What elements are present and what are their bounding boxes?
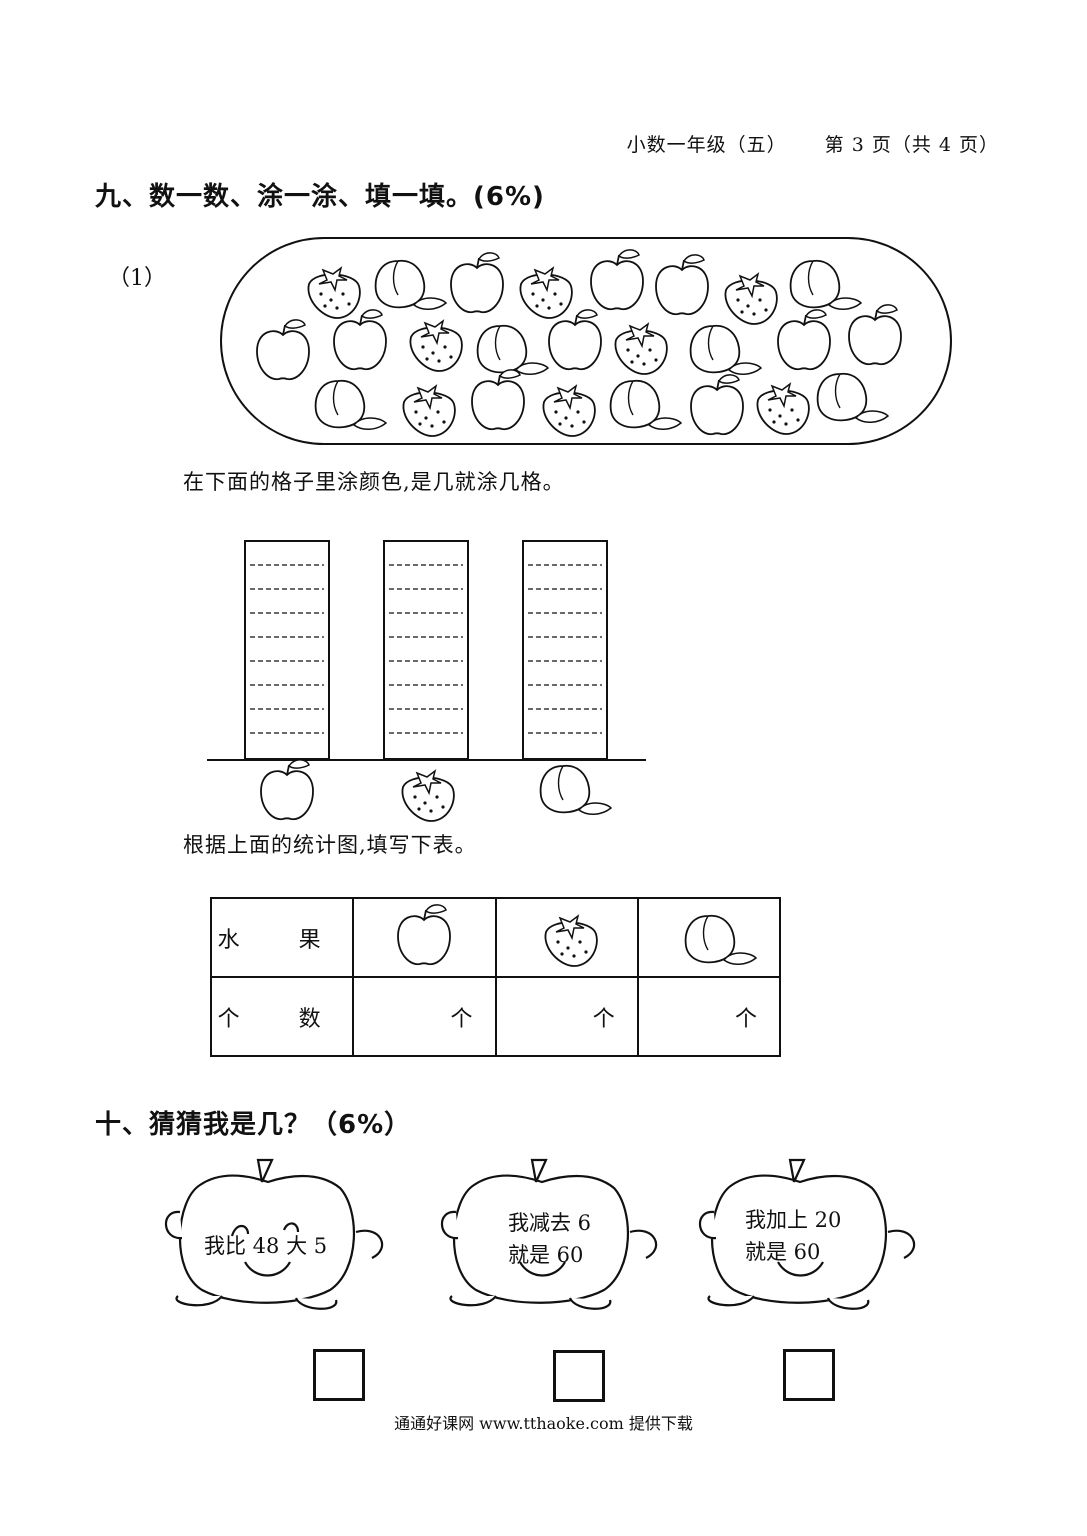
footer-credit: 通通好课网 www.tthaoke.com 提供下载	[394, 1414, 693, 1433]
puzzle-text-3b: 就是 60	[745, 1240, 820, 1264]
apple-icon	[333, 308, 387, 371]
peach-icon	[476, 324, 549, 376]
peach-icon	[689, 324, 762, 376]
page-number: 第 3 页（共 4 页）	[824, 134, 999, 156]
strawberry-icon	[401, 770, 455, 822]
puzzle-character-2	[440, 1158, 658, 1310]
fruit-count-table: 水 果 个 数 个 个 个	[209, 897, 782, 1057]
strawberry-icon	[402, 385, 456, 437]
apple-icon	[260, 758, 314, 821]
apple-icon	[590, 248, 644, 311]
apple-icon	[690, 373, 744, 436]
answer-box-1[interactable]	[313, 1349, 365, 1401]
apple-icon	[848, 303, 902, 366]
grade-label: 小数一年级（五）	[626, 134, 787, 156]
strawberry-icon	[542, 385, 596, 437]
count-input-peach[interactable]: 个	[636, 976, 782, 1057]
puzzle-text-1: 我比 48 大 5	[204, 1234, 327, 1258]
coloring-grid[interactable]	[207, 540, 646, 761]
strawberry-icon	[724, 273, 778, 325]
coloring-instruction: 在下面的格子里涂颜色,是几就涂几格。	[183, 470, 565, 494]
peach-icon	[609, 379, 682, 431]
table-row: 水 果	[209, 897, 782, 978]
peach-icon	[789, 259, 862, 311]
peach-icon	[314, 379, 387, 431]
strawberry-icon	[307, 267, 361, 319]
apple-icon	[777, 308, 831, 371]
answer-box-3[interactable]	[783, 1349, 835, 1401]
table-cell-strawberry	[494, 897, 639, 978]
puzzle-character-3	[698, 1158, 916, 1310]
table-row: 个 数 个 个 个	[209, 976, 782, 1057]
section-10-title: 十、猜猜我是几？（6%）	[95, 1110, 412, 1140]
table-cell-apple	[352, 897, 497, 978]
apple-icon	[450, 251, 504, 314]
puzzle-text-3a: 我加上 20	[745, 1208, 841, 1232]
peach-icon	[816, 372, 889, 424]
row-header-fruit: 水 果	[209, 897, 355, 978]
peach-icon	[539, 764, 612, 816]
apple-icon	[256, 318, 310, 381]
count-input-strawberry[interactable]: 个	[494, 976, 639, 1057]
table-cell-peach	[636, 897, 782, 978]
section-9-title: 九、数一数、涂一涂、填一填。(6%)	[95, 182, 545, 212]
strawberry-icon	[519, 267, 573, 319]
strawberry-icon	[756, 383, 810, 435]
puzzle-text-2a: 我减去 6	[508, 1211, 591, 1235]
fruit-tray	[220, 237, 952, 445]
peach-icon	[374, 259, 447, 311]
page-header: 小数一年级（五） 第 3 页（共 4 页）	[627, 130, 999, 157]
item-label: （1）	[108, 266, 166, 291]
apple-icon	[471, 368, 525, 431]
puzzle-text-2b: 就是 60	[508, 1243, 583, 1267]
apple-icon	[655, 253, 709, 316]
table-instruction: 根据上面的统计图,填写下表。	[183, 833, 477, 857]
answer-box-2[interactable]	[553, 1350, 605, 1402]
count-input-apple[interactable]: 个	[352, 976, 497, 1057]
strawberry-icon	[614, 323, 668, 375]
strawberry-icon	[409, 320, 463, 372]
row-header-count: 个 数	[209, 976, 355, 1057]
apple-icon	[548, 308, 602, 371]
puzzle-character-1	[164, 1158, 384, 1310]
